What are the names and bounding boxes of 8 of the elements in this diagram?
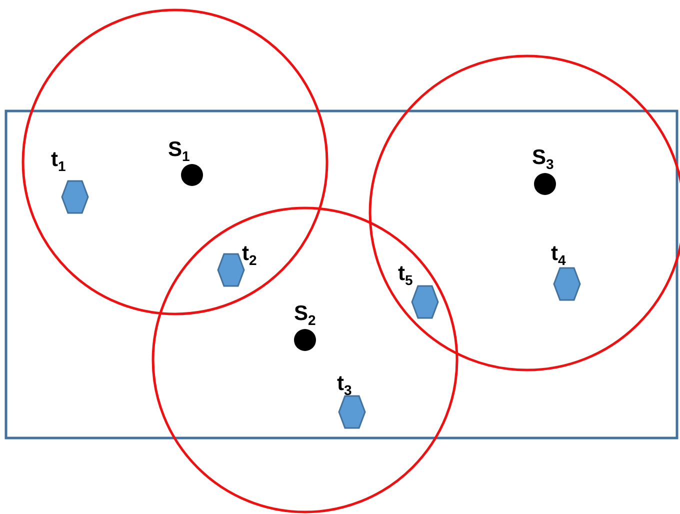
target-label: t$_{1}$ (51, 148, 66, 176)
sensor-label: S$_{2}$ (294, 302, 316, 330)
target-label: t$_{4}$ (551, 242, 566, 270)
target-label: t$_{3}$ (337, 372, 352, 400)
sensor-label: S$_{3}$ (532, 146, 554, 174)
sensor-label: S$_{1}$ (168, 138, 190, 166)
target-label: t$_{2}$ (242, 242, 257, 270)
target-label: t$_{5}$ (398, 262, 413, 290)
